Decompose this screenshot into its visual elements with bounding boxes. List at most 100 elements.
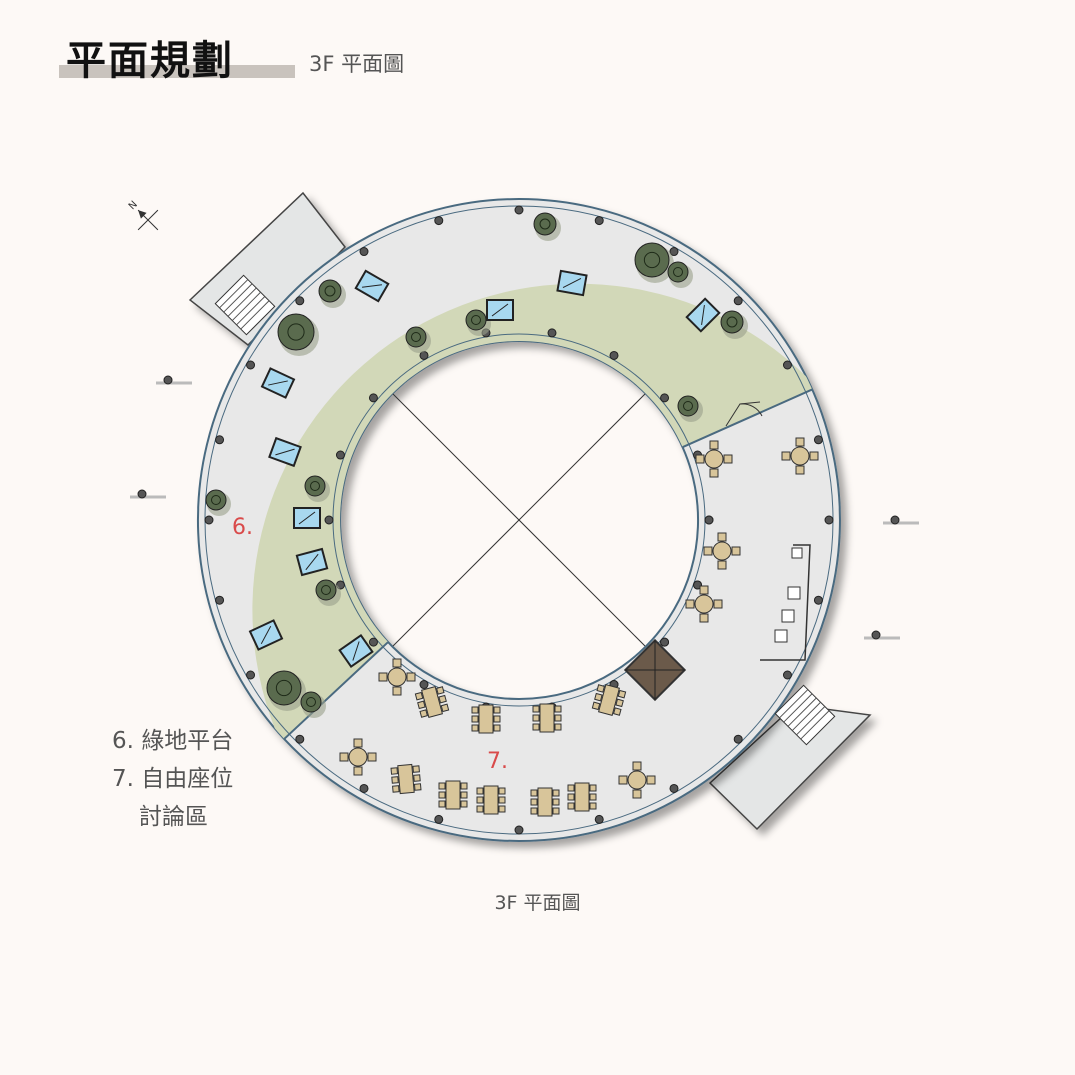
tree-detail: [683, 401, 693, 411]
tree-detail: [643, 251, 661, 269]
table-set-icon: [339, 738, 377, 776]
long-table-icon: [591, 684, 627, 716]
tree-icon: [405, 326, 427, 348]
column: [514, 205, 524, 215]
tree-icon: [277, 313, 315, 351]
column: [434, 216, 444, 226]
long-table-icon: [530, 787, 560, 817]
stair-wing-se: [708, 704, 872, 831]
tree-icon: [677, 395, 699, 417]
long-table-icon: [532, 703, 562, 733]
column: [782, 670, 792, 680]
page-title: 平面規劃: [66, 37, 234, 84]
long-table-icon: [438, 780, 468, 810]
page-subtitle: 3F 平面圖: [309, 52, 405, 76]
column: [813, 435, 823, 445]
column: [660, 637, 670, 647]
skylight-icon: [338, 633, 374, 669]
skylight-icon: [293, 507, 321, 529]
long-table-icon: [471, 704, 501, 734]
column: [163, 375, 173, 385]
tree-detail: [211, 495, 221, 505]
tree-detail: [287, 323, 305, 341]
atrium-diagonal: [392, 393, 646, 647]
tree-icon: [465, 309, 487, 331]
column: [733, 734, 743, 744]
column: [669, 783, 679, 793]
long-table-icon: [567, 782, 597, 812]
table-set-icon: [378, 658, 416, 696]
column: [660, 393, 670, 403]
column: [137, 489, 147, 499]
column: [669, 247, 679, 257]
table-set-icon: [695, 440, 733, 478]
tree-icon: [300, 691, 322, 713]
skylight-icon: [268, 436, 302, 468]
tree-icon: [205, 489, 227, 511]
skylight-icon: [260, 367, 296, 399]
tree-detail: [275, 679, 293, 697]
tree-detail: [471, 315, 481, 325]
skylight-icon: [248, 619, 284, 651]
tree-detail: [324, 285, 336, 297]
stair-icon: [214, 274, 276, 336]
tree-detail: [306, 697, 316, 707]
long-table-icon: [476, 785, 506, 815]
legend-item-7-cont: 討論區: [139, 804, 208, 830]
column: [295, 296, 305, 306]
column: [419, 680, 429, 690]
column: [368, 393, 378, 403]
column: [295, 734, 305, 744]
column: [813, 595, 823, 605]
column: [609, 350, 619, 360]
skylight-group: [248, 269, 721, 669]
column: [782, 360, 792, 370]
zone-divider: [682, 388, 813, 449]
tree-icon: [304, 475, 326, 497]
column: [359, 783, 369, 793]
door-icon: [725, 401, 763, 427]
column: [368, 637, 378, 647]
plan-caption: 3F 平面圖: [494, 892, 581, 914]
tree-icon: [720, 310, 744, 334]
long-table-icon: [414, 686, 450, 718]
column: [824, 515, 834, 525]
tree-detail: [673, 267, 683, 277]
tree-icon: [266, 670, 302, 706]
tree-detail: [411, 332, 421, 342]
table-set-icon: [618, 761, 656, 799]
table-set-icon: [703, 532, 741, 570]
column: [215, 595, 225, 605]
svg-text:N: N: [127, 199, 140, 212]
table-set-icon: [781, 437, 819, 475]
tree-icon: [667, 261, 689, 283]
column: [594, 216, 604, 226]
column: [246, 360, 256, 370]
tree-group: [205, 212, 748, 718]
tree-detail: [310, 481, 320, 491]
tree-detail: [321, 585, 331, 595]
column: [335, 450, 345, 460]
legend: 6. 綠地平台 7. 自由座位 討論區: [112, 722, 233, 836]
tree-icon: [315, 579, 337, 601]
elevator-icon: [623, 638, 687, 702]
tree-icon: [634, 242, 670, 278]
tree-icon: [318, 279, 342, 303]
north-arrow-icon: N: [127, 199, 159, 231]
title-underline: [59, 65, 295, 78]
column: [215, 435, 225, 445]
skylight-icon: [486, 299, 514, 321]
column: [204, 515, 214, 525]
long-table-icon: [390, 763, 422, 795]
column: [324, 515, 334, 525]
column: [890, 515, 900, 525]
skylight-icon: [556, 269, 588, 297]
tree-detail: [726, 316, 738, 328]
zone-label-6: 6.: [232, 515, 253, 540]
table-group: [339, 437, 819, 817]
column: [359, 247, 369, 257]
tree-detail: [539, 218, 551, 230]
restroom-block: [760, 544, 811, 661]
column: [733, 296, 743, 306]
